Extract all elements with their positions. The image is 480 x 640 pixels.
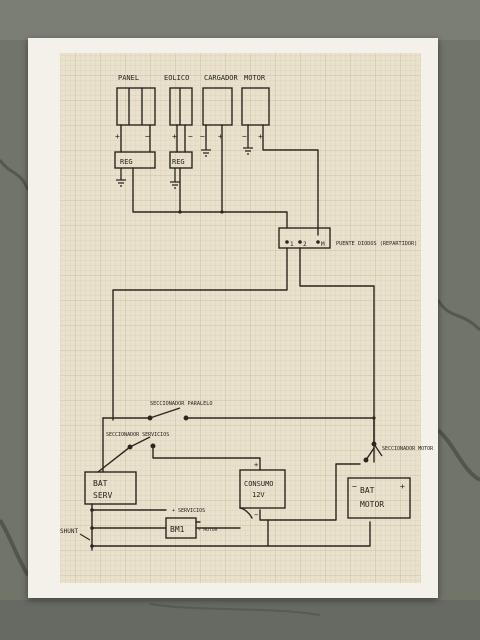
battery-motor-plus: + bbox=[400, 482, 405, 491]
regulator-1: REG bbox=[114, 151, 156, 169]
polarity-plus: + bbox=[172, 132, 177, 141]
battery-monitor-bm1: BM1 bbox=[165, 517, 197, 539]
regulator-1-label: REG bbox=[120, 158, 133, 166]
polarity-minus: − bbox=[242, 132, 247, 141]
battery-serv-line2: SERV bbox=[93, 491, 112, 500]
consumer-line2: 12V bbox=[252, 491, 265, 499]
source-panel bbox=[116, 87, 156, 126]
polarity-minus: − bbox=[200, 132, 205, 141]
polarity-plus: + bbox=[218, 132, 223, 141]
switch-paralelo-label: SECCIONADOR PARALELO bbox=[150, 401, 212, 407]
switch-motor-symbol bbox=[363, 441, 383, 463]
bridge-label: PUENTE DIODOS (REPARTIDOR) bbox=[336, 241, 417, 247]
to-motor-label: + MOTOR bbox=[198, 527, 218, 533]
source-label-panel: PANEL bbox=[118, 74, 139, 82]
battery-serv: BAT SERV bbox=[84, 471, 137, 505]
source-motor bbox=[241, 87, 270, 126]
bridge-terminal-m: M bbox=[321, 241, 325, 248]
regulator-2: REG bbox=[169, 151, 193, 169]
source-label-eolico: EOLICO bbox=[164, 74, 189, 82]
consumer-12v: CONSUMO 12V bbox=[239, 469, 286, 509]
switch-motor-label: SECCIONADOR MOTOR bbox=[382, 446, 434, 452]
consumer-minus: − bbox=[254, 511, 258, 519]
switch-paralelo-symbol bbox=[147, 407, 189, 421]
consumer-line1: CONSUMO bbox=[244, 480, 274, 488]
monitor-label: BM1 bbox=[170, 525, 185, 534]
switch-servicios-symbol bbox=[127, 436, 156, 450]
bridge-terminal-1: 1 bbox=[290, 241, 294, 248]
diode-bridge: 1 2 M bbox=[278, 227, 331, 249]
shunt-label: SHUNT bbox=[60, 528, 78, 535]
polarity-plus: + bbox=[115, 132, 120, 141]
battery-motor-minus: − bbox=[352, 482, 357, 491]
source-cargador bbox=[202, 87, 233, 126]
source-eolico bbox=[169, 87, 193, 126]
polarity-plus: + bbox=[258, 132, 263, 141]
ground-icon bbox=[116, 140, 253, 189]
shunt-pointer bbox=[79, 533, 91, 541]
source-label-cargador: CARGADOR bbox=[204, 74, 239, 82]
polarity-minus: − bbox=[188, 132, 193, 141]
regulator-2-label: REG bbox=[172, 158, 185, 166]
battery-motor: BAT MOTOR + − bbox=[347, 477, 411, 519]
polarity-minus: − bbox=[145, 132, 150, 141]
junction-dots bbox=[90, 210, 376, 548]
battery-motor-line2: MOTOR bbox=[360, 500, 384, 509]
bridge-terminal-2: 2 bbox=[303, 241, 307, 248]
battery-serv-line1: BAT bbox=[93, 479, 108, 488]
to-servicios-label: + SERVICIOS bbox=[172, 508, 205, 514]
switch-servicios-label: SECCIONADOR SERVICIOS bbox=[106, 432, 169, 438]
battery-motor-line1: BAT bbox=[360, 486, 375, 495]
consumer-plus: + bbox=[254, 461, 258, 469]
source-label-motor: MOTOR bbox=[244, 74, 266, 82]
